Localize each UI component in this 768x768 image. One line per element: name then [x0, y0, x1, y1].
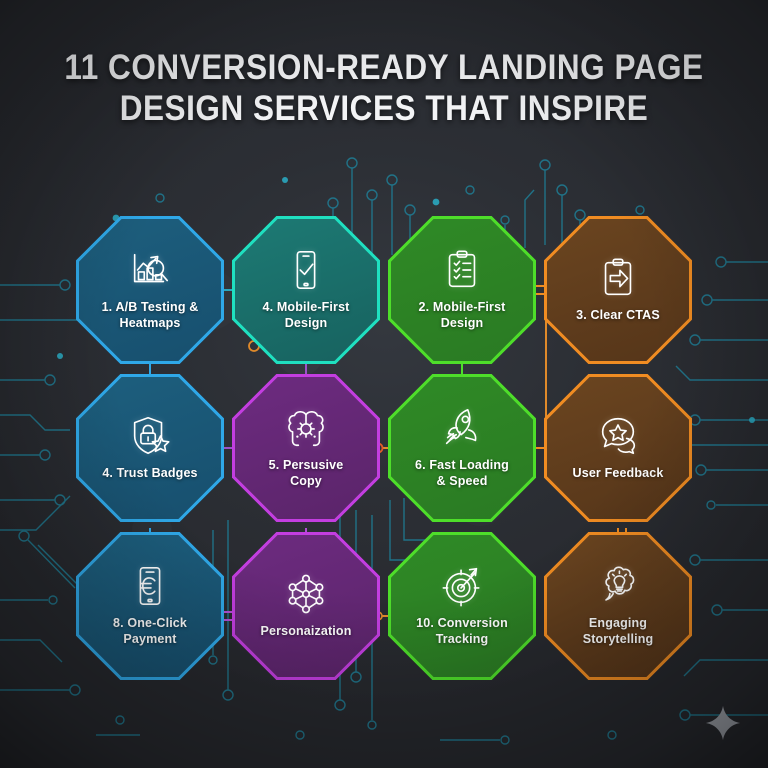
clipboard-checklist-icon	[439, 247, 485, 293]
node-label: User Feedback	[572, 465, 664, 480]
sparkle-icon	[704, 704, 742, 742]
service-node-personaization[interactable]: Personaization	[232, 532, 380, 680]
node-label: 4. Trust Badges	[102, 465, 198, 480]
clipboard-arrow-icon	[595, 255, 641, 301]
node-label: 6. Fast Loading& Speed	[415, 458, 509, 488]
phone-euro-icon	[127, 563, 173, 609]
node-label: 3. Clear CTAS	[576, 307, 660, 322]
service-node-trust-badges[interactable]: 4. Trust Badges	[76, 374, 224, 522]
service-node-fast-loading[interactable]: 6. Fast Loading& Speed	[388, 374, 536, 522]
page-title: 11 Conversion-Ready Landing Page Design …	[38, 48, 729, 130]
service-node-user-feedback[interactable]: User Feedback	[544, 374, 692, 522]
network-nodes-icon	[283, 571, 329, 617]
chart-magnifier-icon	[127, 247, 173, 293]
node-label: Personaization	[260, 623, 352, 638]
service-node-ab-testing-heatmaps[interactable]: 1. A/B Testing &Heatmaps	[76, 216, 224, 364]
brain-gear-icon	[283, 405, 329, 451]
rocket-icon	[439, 405, 485, 451]
title-line-2: Design Services That Inspire	[119, 88, 649, 128]
chat-star-icon	[595, 413, 641, 459]
bulb-thought-icon	[595, 563, 641, 609]
title-line-1: 11 Conversion-Ready Landing Page	[64, 48, 704, 87]
node-label: 1. A/B Testing &Heatmaps	[101, 300, 199, 330]
phone-check-icon	[283, 247, 329, 293]
target-arrow-icon	[439, 563, 485, 609]
shield-lock-star-icon	[127, 413, 173, 459]
service-node-clear-ctas[interactable]: 3. Clear CTAS	[544, 216, 692, 364]
